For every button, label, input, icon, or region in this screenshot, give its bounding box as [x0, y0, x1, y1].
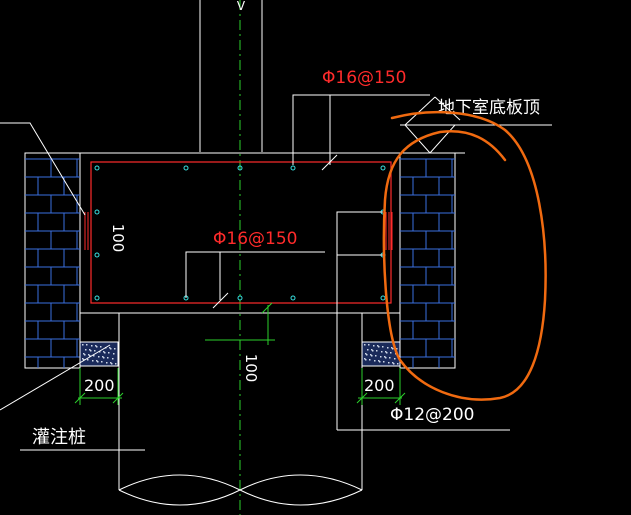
axis-mark: V: [237, 0, 246, 13]
dim-200-left-lines: [74, 368, 124, 405]
left-leader: [0, 122, 145, 451]
mid-rebar-leader: [185, 251, 325, 309]
orange-highlight-ellipse: [382, 110, 547, 401]
dim-100-left: 100: [109, 224, 127, 253]
left-brick-wall: [24, 152, 81, 369]
center-dim: [205, 302, 275, 345]
top-rebar-label: Φ16@150: [322, 68, 406, 88]
dim-200-right-lines: [356, 368, 406, 405]
top-rebar-leader: [292, 94, 430, 171]
mid-rebar-label: Φ16@150: [213, 229, 297, 249]
right-brick-wall: [399, 152, 456, 369]
dim-100-center: 100: [242, 354, 260, 383]
basement-slab-marker: [400, 96, 552, 154]
basement-slab-label: 地下室底板顶: [438, 98, 540, 118]
gravel-pad-left: [79, 341, 119, 367]
side-rebar-label: Φ12@200: [390, 405, 474, 425]
rebar-side-ticks: [84, 212, 393, 250]
pile-label: 灌注桩: [32, 427, 86, 448]
dim-200-right: 200: [364, 376, 395, 395]
side-rebar-leader: [336, 211, 510, 431]
dim-200-left: 200: [84, 376, 115, 395]
